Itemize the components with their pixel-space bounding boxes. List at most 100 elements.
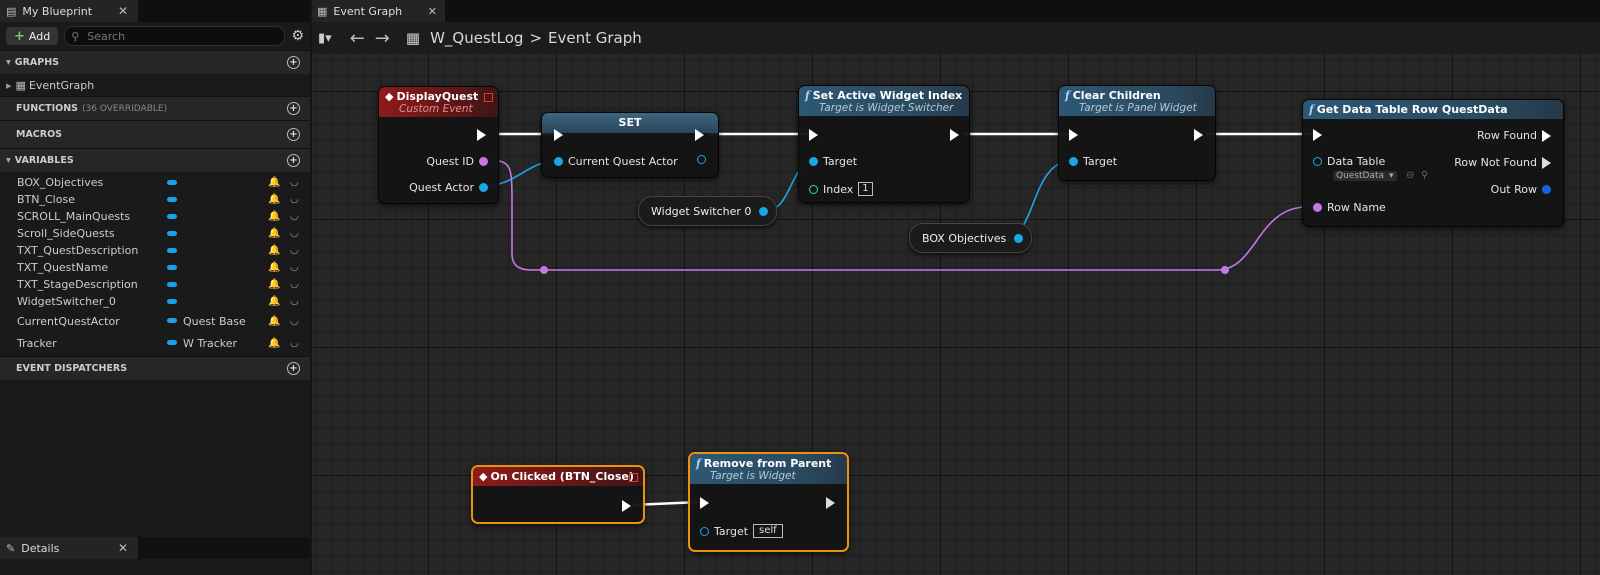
section-graphs[interactable]: ▾ GRAPHS + (0, 50, 310, 74)
close-icon[interactable]: ✕ (117, 541, 128, 555)
pin-data-table[interactable]: Data Table (1313, 155, 1385, 168)
replication-bell-icon[interactable]: 🔔 (268, 211, 281, 222)
add-variable-icon[interactable]: + (287, 154, 300, 167)
pin-current-quest-actor[interactable]: Current Quest Actor (554, 155, 678, 168)
section-macros[interactable]: MACROS + (0, 120, 310, 148)
pin-quest-id[interactable]: Quest ID (426, 155, 488, 168)
tab-details[interactable]: ✎ Details ✕ (0, 537, 138, 559)
add-dispatcher-icon[interactable]: + (287, 362, 300, 375)
bookmark-icon[interactable]: ▮▾ (318, 30, 332, 46)
tab-my-blueprint[interactable]: ▤ My Blueprint ✕ (0, 0, 138, 22)
delegate-pin-icon[interactable] (484, 93, 493, 102)
node-widget-switcher-getter[interactable]: Widget Switcher 0 (638, 196, 778, 226)
visibility-eye-icon[interactable]: ◡ (290, 245, 299, 256)
variable-item[interactable]: TXT_StageDescription🔔◡ (0, 276, 310, 293)
close-icon[interactable]: ✕ (117, 4, 128, 18)
pin-quest-actor[interactable]: Quest Actor (409, 181, 488, 194)
pin-label: Data Table (1327, 155, 1386, 168)
pin-exec-in[interactable] (700, 497, 709, 509)
replication-bell-icon[interactable]: 🔔 (268, 245, 281, 256)
settings-gear-icon[interactable]: ⚙ (291, 28, 304, 44)
variable-item[interactable]: Scroll_SideQuests🔔◡ (0, 225, 310, 242)
visibility-eye-icon[interactable]: ◡ (290, 296, 299, 307)
pin-target[interactable]: Target (1069, 155, 1117, 168)
replication-bell-icon[interactable]: 🔔 (268, 228, 281, 239)
variable-item[interactable]: BTN_Close🔔◡ (0, 191, 310, 208)
search-box[interactable]: ⚲ (64, 26, 286, 46)
visibility-eye-icon[interactable]: ◡ (290, 337, 299, 349)
pin-exec-out[interactable] (695, 129, 704, 141)
search-input[interactable] (85, 28, 279, 44)
visibility-eye-icon[interactable]: ◡ (290, 279, 299, 290)
pin-exec-in[interactable] (1069, 129, 1078, 141)
pin-exec-in[interactable] (809, 129, 818, 141)
node-on-clicked-btn-close[interactable]: ◆On Clicked (BTN_Close) (471, 465, 645, 524)
breadcrumb-root[interactable]: W_QuestLog (430, 29, 524, 47)
pin-row-not-found[interactable]: Row Not Found (1454, 156, 1551, 169)
section-event-dispatchers[interactable]: EVENT DISPATCHERS + (0, 356, 310, 380)
pin-exec-in[interactable] (1313, 129, 1322, 141)
object-pin-dot[interactable] (1014, 233, 1024, 243)
graph-canvas[interactable]: ◆DisplayQuest Custom Event Quest ID Ques… (312, 54, 1600, 575)
replication-bell-icon[interactable]: 🔔 (268, 177, 281, 188)
pin-out-row[interactable]: Out Row (1491, 183, 1551, 196)
pin-exec-out[interactable] (950, 129, 959, 141)
add-function-icon[interactable]: + (287, 102, 300, 115)
back-arrow-icon[interactable]: ← (349, 27, 365, 49)
replication-bell-icon[interactable]: 🔔 (268, 337, 281, 349)
visibility-eye-icon[interactable]: ◡ (290, 194, 299, 205)
delegate-pin-icon[interactable] (629, 473, 638, 482)
visibility-eye-icon[interactable]: ◡ (290, 315, 299, 327)
find-magnifier-icon[interactable]: ⚲ (1421, 170, 1429, 181)
visibility-eye-icon[interactable]: ◡ (290, 211, 299, 222)
pin-exec-out[interactable] (826, 497, 835, 509)
add-graph-icon[interactable]: + (287, 56, 300, 69)
node-set-variable[interactable]: SET Current Quest Actor (541, 112, 719, 178)
variable-name: BOX_Objectives (17, 176, 104, 189)
pin-row-name[interactable]: Row Name (1313, 201, 1386, 214)
object-pin-dot[interactable] (759, 206, 769, 216)
variable-item[interactable]: TXT_QuestDescription🔔◡ (0, 242, 310, 259)
pin-exec-in[interactable] (554, 129, 563, 141)
variable-item[interactable]: SCROLL_MainQuests🔔◡ (0, 208, 310, 225)
pin-exec-out[interactable] (477, 129, 486, 141)
replication-bell-icon[interactable]: 🔔 (268, 194, 281, 205)
pin-exec-out[interactable] (622, 500, 631, 512)
node-display-quest[interactable]: ◆DisplayQuest Custom Event Quest ID Ques… (378, 86, 499, 204)
replication-bell-icon[interactable]: 🔔 (268, 262, 281, 273)
close-icon[interactable]: ✕ (427, 4, 437, 18)
pin-row-found[interactable]: Row Found (1477, 129, 1551, 142)
pin-output-ring[interactable] (697, 155, 706, 164)
visibility-eye-icon[interactable]: ◡ (290, 177, 299, 188)
replication-bell-icon[interactable]: 🔔 (268, 315, 281, 327)
visibility-eye-icon[interactable]: ◡ (290, 228, 299, 239)
data-table-dropdown[interactable]: QuestData▾ (1333, 171, 1397, 181)
visibility-eye-icon[interactable]: ◡ (290, 262, 299, 273)
section-variables[interactable]: ▾ VARIABLES + (0, 148, 310, 172)
replication-bell-icon[interactable]: 🔔 (268, 279, 281, 290)
node-box-objectives-getter[interactable]: BOX Objectives (909, 223, 1033, 253)
graph-item-eventgraph[interactable]: ▸ ▦ EventGraph (0, 74, 310, 96)
forward-arrow-icon[interactable]: → (374, 27, 390, 49)
variable-item[interactable]: BOX_Objectives 🔔 ◡ (0, 174, 310, 191)
add-button[interactable]: + Add (6, 27, 59, 45)
tab-event-graph[interactable]: ▦ Event Graph ✕ (312, 0, 445, 22)
add-macro-icon[interactable]: + (287, 128, 300, 141)
replication-bell-icon[interactable]: 🔔 (268, 296, 281, 307)
variable-item[interactable]: TXT_QuestName🔔◡ (0, 259, 310, 276)
browse-arrow-icon[interactable]: ⊖ (1406, 170, 1415, 181)
pin-target[interactable]: Target (809, 155, 857, 168)
variable-item[interactable]: WidgetSwitcher_0🔔◡ (0, 293, 310, 310)
index-value-input[interactable]: 1 (858, 182, 873, 196)
target-value-input[interactable]: self (753, 524, 783, 538)
section-functions[interactable]: FUNCTIONS (36 OVERRIDABLE) + (0, 96, 310, 120)
pin-exec-out[interactable] (1194, 129, 1203, 141)
